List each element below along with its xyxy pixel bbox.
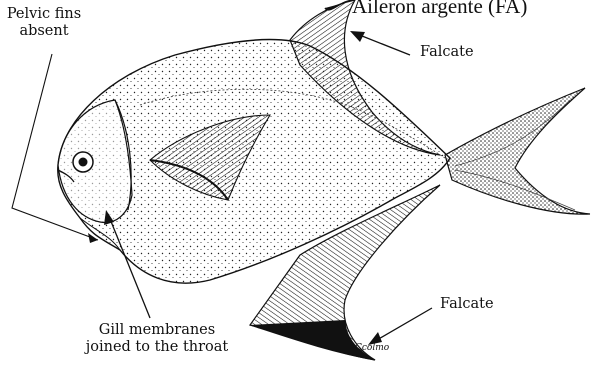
label-pelvic-line2: absent	[4, 23, 84, 40]
signature: Ccolmo	[355, 343, 390, 353]
label-falcate-bottom: Falcate	[440, 296, 494, 313]
label-gill-line2: joined to the throat	[82, 339, 232, 356]
label-pelvic-line1: Pelvic fins	[4, 6, 84, 23]
label-falcate-top: Falcate	[420, 44, 474, 61]
label-gill-membranes: Gill membranes joined to the throat	[82, 322, 232, 355]
page-title: Aileron argente (FA)	[352, 0, 527, 18]
label-pelvic-fins: Pelvic fins absent	[4, 6, 84, 39]
caudal-fin	[445, 88, 590, 214]
label-gill-line1: Gill membranes	[82, 322, 232, 339]
